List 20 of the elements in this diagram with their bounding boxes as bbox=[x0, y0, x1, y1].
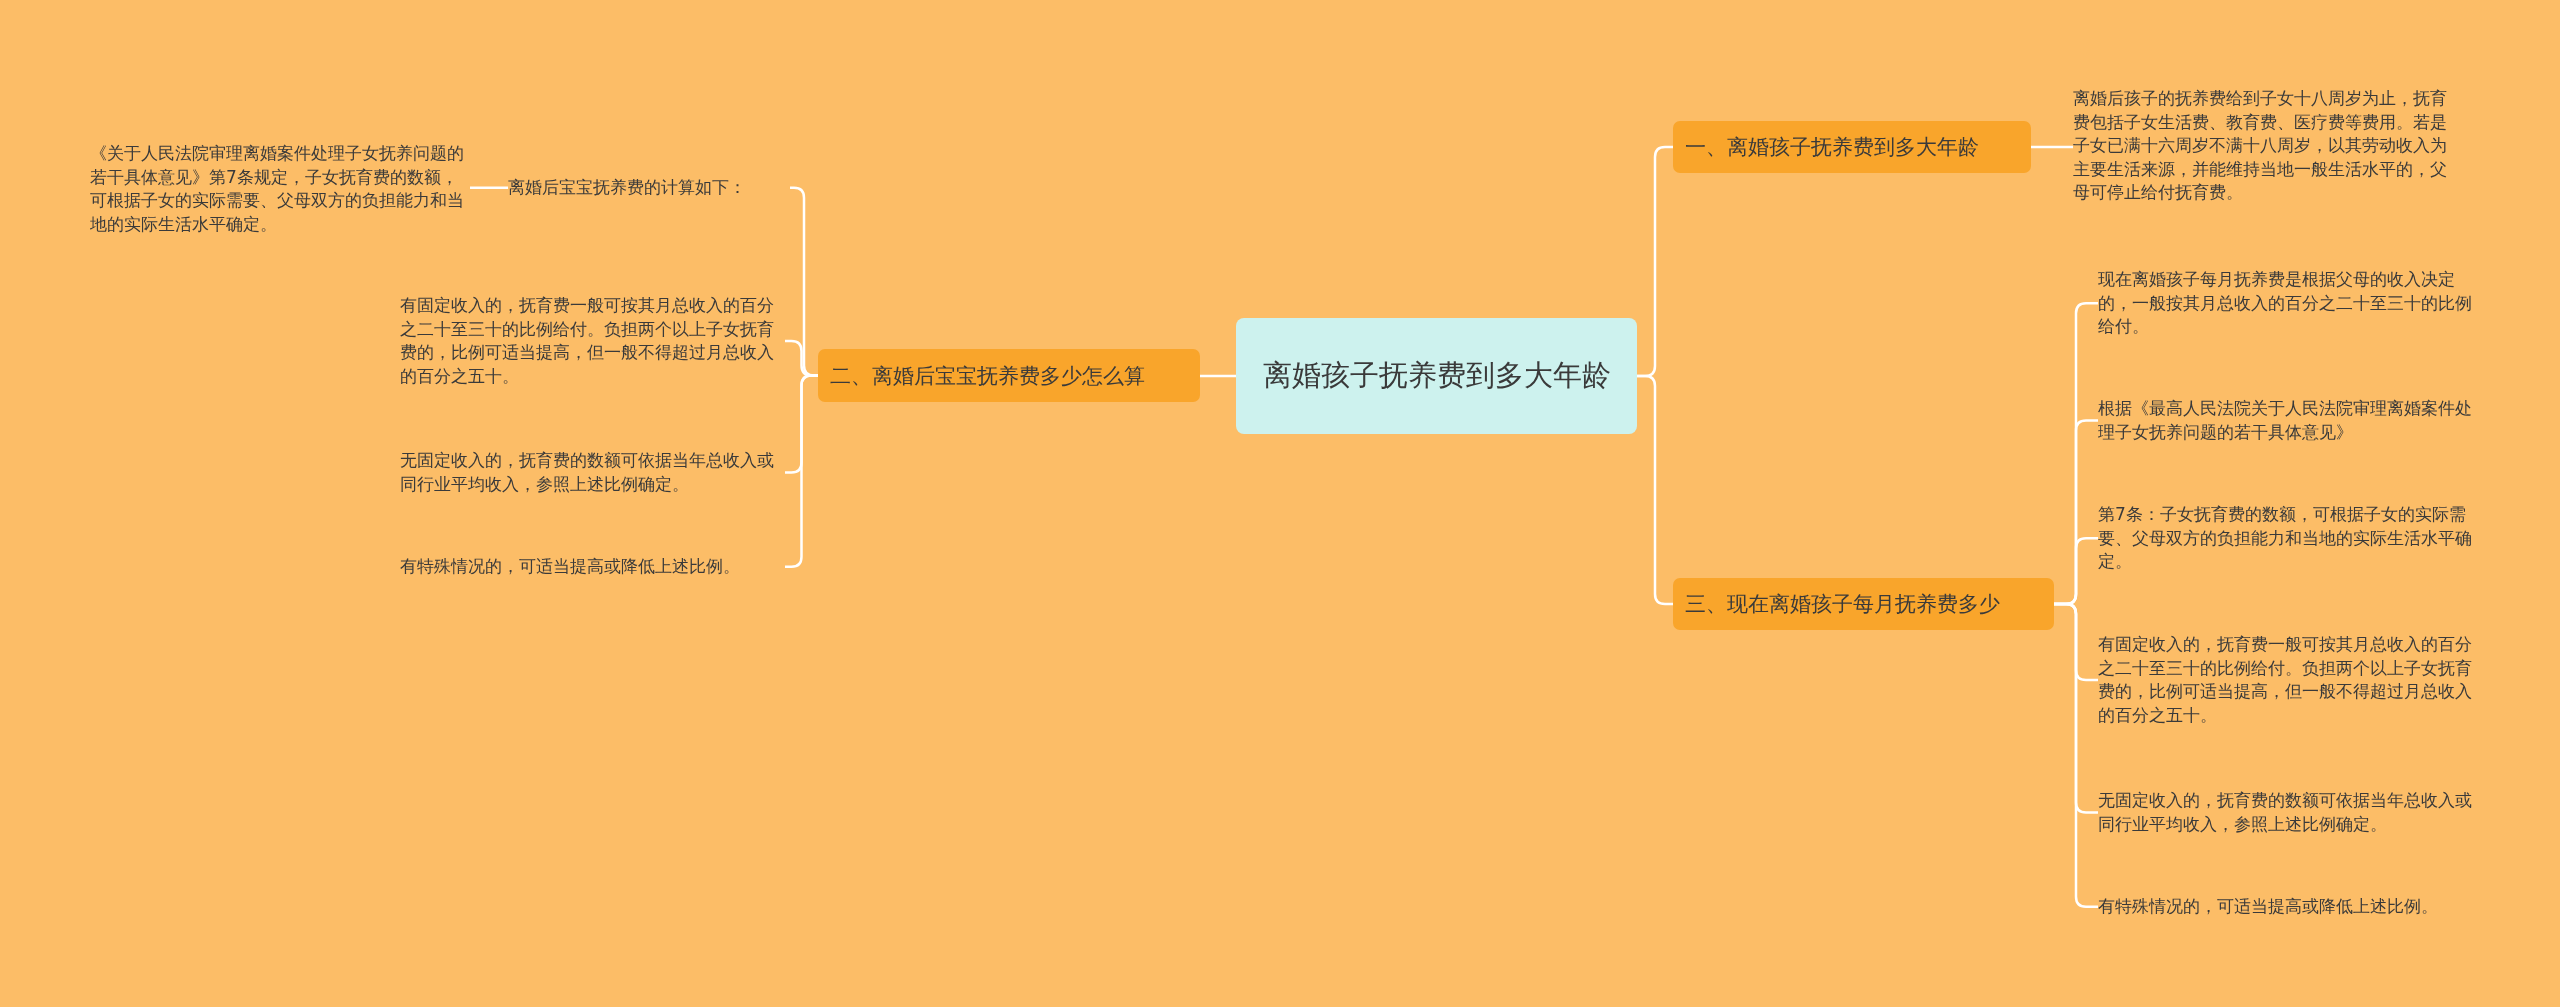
connector-line bbox=[2031, 145, 2073, 149]
topic-text: 《关于人民法院审理离婚案件处理子女抚养问题的若干具体意见》第7条规定，子女抚育费的数额，可根据子女的实际需要、父母双方的负担能力和当地的实际生活水平确定。 bbox=[90, 142, 470, 236]
topic-text: 有固定收入的，抚育费一般可按其月总收入的百分之二十至三十的比例给付。负担两个以上子女抚育费的，比例可适当提高，但一般不得超过月总收入的百分之五十。 bbox=[2098, 633, 2483, 727]
topic-text: 根据《最高人民法院关于人民法院审理离婚案件处理子女抚养问题的若干具体意见》 bbox=[2098, 397, 2483, 444]
topic-text: 有特殊情况的，可适当提高或降低上述比例。 bbox=[2098, 895, 2483, 919]
central-topic-box: 离婚孩子抚养费到多大年龄 bbox=[1236, 318, 1637, 434]
topic-text: 无固定收入的，抚育费的数额可依据当年总收入或同行业平均收入，参照上述比例确定。 bbox=[400, 449, 785, 496]
connector-line bbox=[1200, 374, 1236, 378]
branch-topic-box: 三、现在离婚孩子每月抚养费多少 bbox=[1673, 578, 2054, 630]
branch-topic-box: 一、离婚孩子抚养费到多大年龄 bbox=[1673, 121, 2031, 173]
topic-text: 现在离婚孩子每月抚养费是根据父母的收入决定的，一般按其月总收入的百分之二十至三十的比例给付。 bbox=[2098, 268, 2483, 339]
topic-text: 无固定收入的，抚育费的数额可依据当年总收入或同行业平均收入，参照上述比例确定。 bbox=[2098, 789, 2483, 836]
topic-text: 离婚后宝宝抚养费的计算如下： bbox=[508, 176, 790, 200]
topic-text: 有特殊情况的，可适当提高或降低上述比例。 bbox=[400, 555, 785, 579]
branch-topic-box: 二、离婚后宝宝抚养费多少怎么算 bbox=[818, 349, 1200, 402]
connector-line bbox=[1637, 374, 1673, 606]
topic-text: 离婚后孩子的抚养费给到子女十八周岁为止，抚育费包括子女生活费、教育费、医疗费等费用。若是子女已满十六周岁不满十八周岁，以其劳动收入为主要生活来源，并能维持当地一般生活水平的，父母可停止给付抚育费。 bbox=[2073, 87, 2458, 205]
connector-line bbox=[470, 186, 508, 189]
topic-text: 有固定收入的，抚育费一般可按其月总收入的百分之二十至三十的比例给付。负担两个以上子女抚育费的，比例可适当提高，但一般不得超过月总收入的百分之五十。 bbox=[400, 294, 785, 388]
topic-text: 第7条：子女抚育费的数额，可根据子女的实际需要、父母双方的负担能力和当地的实际生活水平确定。 bbox=[2098, 503, 2483, 574]
